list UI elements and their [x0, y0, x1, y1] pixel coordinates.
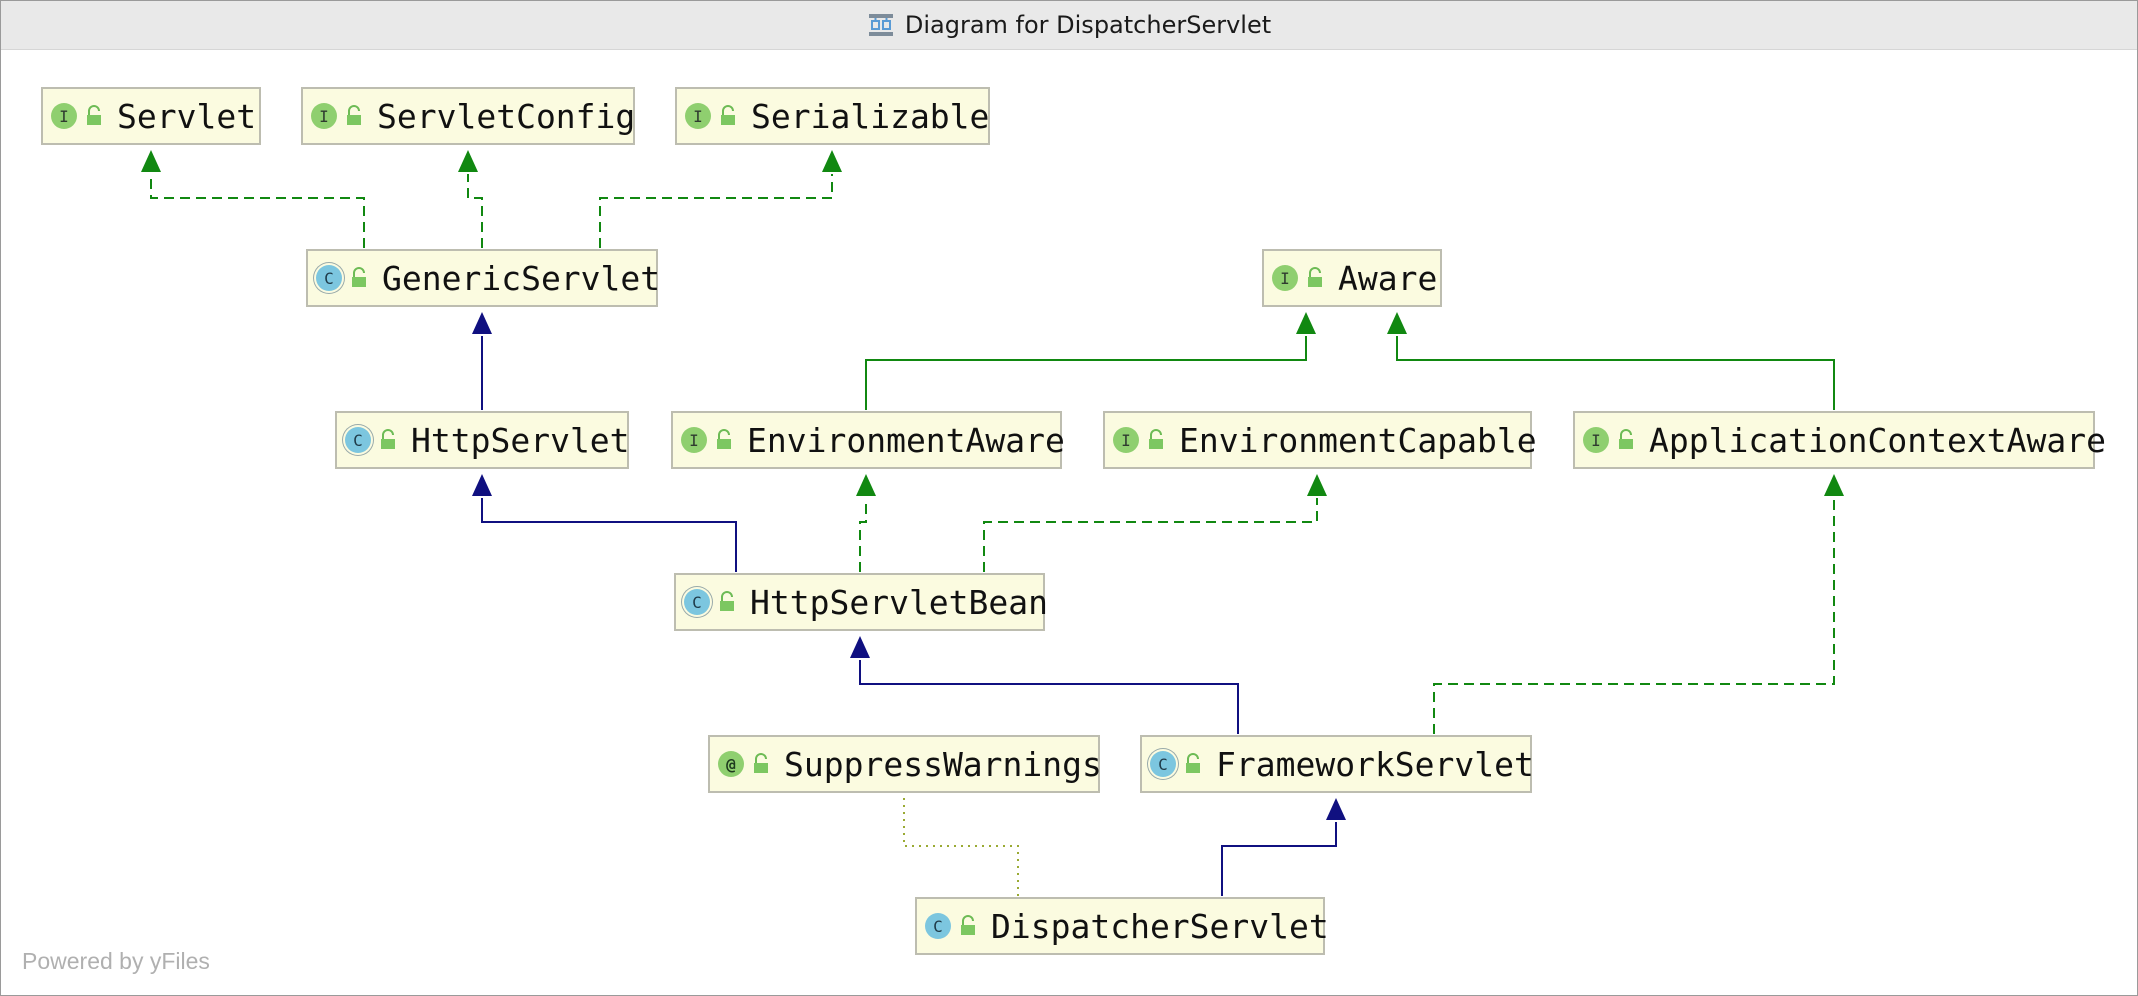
- arrowhead-aware-left: [1296, 312, 1316, 334]
- public-lock-icon: [754, 753, 768, 773]
- interface-icon: I: [1272, 265, 1298, 291]
- arrowhead-httpservlet: [472, 474, 492, 496]
- extends-edge-frameworkservlet-httpservletbean: [859, 660, 1239, 734]
- node-label: ApplicationContextAware: [1649, 420, 2106, 460]
- node-genericservlet[interactable]: C GenericServlet: [306, 249, 661, 307]
- arrowhead-servletconfig: [458, 150, 478, 172]
- node-aware[interactable]: I Aware: [1262, 249, 1442, 307]
- implements-edge-httpservletbean-environmentaware: [859, 498, 867, 572]
- node-label: Servlet: [117, 96, 257, 136]
- node-label: EnvironmentAware: [747, 420, 1065, 460]
- interface-icon: I: [51, 103, 77, 129]
- interface-icon: I: [681, 427, 707, 453]
- arrowhead-aware-right: [1387, 312, 1407, 334]
- node-label: ServletConfig: [377, 96, 636, 136]
- implements-edge-genericservlet-serializable: [599, 174, 833, 248]
- public-lock-icon: [961, 915, 975, 935]
- public-lock-icon: [1619, 429, 1633, 449]
- arrowhead-environmentcapable: [1307, 474, 1327, 496]
- class-icon: C: [925, 913, 951, 939]
- implements-edge-genericservlet-servletconfig: [467, 174, 483, 248]
- node-servlet[interactable]: I Servlet: [41, 87, 261, 145]
- implements-edge-genericservlet-servlet: [150, 174, 365, 248]
- node-httpservlet[interactable]: C HttpServlet: [335, 411, 630, 469]
- public-lock-icon: [347, 105, 361, 125]
- public-lock-icon: [717, 429, 731, 449]
- arrowhead-frameworkservlet: [1326, 798, 1346, 820]
- public-lock-icon: [87, 105, 101, 125]
- node-label: FrameworkServlet: [1216, 744, 1534, 784]
- node-label: HttpServletBean: [750, 582, 1049, 622]
- node-label: GenericServlet: [382, 258, 661, 298]
- node-applicationcontextaware[interactable]: I ApplicationContextAware: [1573, 411, 2106, 469]
- arrowhead-httpservletbean: [850, 636, 870, 658]
- node-suppresswarnings[interactable]: @ SuppressWarnings: [708, 735, 1102, 793]
- extends-edge-httpservletbean-httpservlet: [481, 498, 737, 572]
- powered-by-label: Powered by yFiles: [22, 948, 210, 974]
- node-environmentaware[interactable]: I EnvironmentAware: [671, 411, 1065, 469]
- annotation-edge-dispatcherservlet-suppresswarnings: [903, 796, 1019, 896]
- diagram-icon: [868, 14, 893, 36]
- node-serializable[interactable]: I Serializable: [675, 87, 990, 145]
- arrowhead-genericservlet: [472, 312, 492, 334]
- interface-icon: I: [311, 103, 337, 129]
- arrowhead-environmentaware: [856, 474, 876, 496]
- extends-edge-environmentaware-aware: [865, 336, 1307, 410]
- implements-edge-frameworkservlet-applicationcontextaware: [1433, 498, 1835, 734]
- node-httpservletbean[interactable]: C HttpServletBean: [674, 573, 1049, 631]
- abstract-class-icon: C: [1150, 751, 1176, 777]
- public-lock-icon: [1149, 429, 1163, 449]
- interface-icon: I: [1583, 427, 1609, 453]
- arrowhead-applicationcontextaware: [1824, 474, 1844, 496]
- arrowhead-serializable: [822, 150, 842, 172]
- public-lock-icon: [721, 105, 735, 125]
- node-environmentcapable[interactable]: I EnvironmentCapable: [1103, 411, 1537, 469]
- interface-icon: I: [1113, 427, 1139, 453]
- node-dispatcherservlet[interactable]: C DispatcherServlet: [915, 897, 1329, 955]
- title-bar: Diagram for DispatcherServlet: [1, 1, 2137, 50]
- arrowhead-servlet: [141, 150, 161, 172]
- extends-edge-dispatcherservlet-frameworkservlet: [1221, 822, 1337, 896]
- public-lock-icon: [720, 591, 734, 611]
- implements-edge-httpservletbean-environmentcapable: [983, 498, 1318, 572]
- abstract-class-icon: C: [316, 265, 342, 291]
- node-servletconfig[interactable]: I ServletConfig: [301, 87, 635, 145]
- public-lock-icon: [1186, 753, 1200, 773]
- public-lock-icon: [1308, 267, 1322, 287]
- node-label: EnvironmentCapable: [1179, 420, 1537, 460]
- node-label: Aware: [1338, 258, 1438, 298]
- abstract-class-icon: C: [684, 589, 710, 615]
- node-label: DispatcherServlet: [991, 906, 1329, 946]
- annotation-icon: @: [718, 751, 744, 777]
- extends-edge-applicationcontextaware-aware: [1396, 336, 1835, 410]
- window-title: Diagram for DispatcherServlet: [904, 11, 1272, 39]
- public-lock-icon: [352, 267, 366, 287]
- node-label: Serializable: [751, 96, 990, 136]
- node-label: HttpServlet: [411, 420, 630, 460]
- public-lock-icon: [381, 429, 395, 449]
- node-frameworkservlet[interactable]: C FrameworkServlet: [1140, 735, 1534, 793]
- interface-icon: I: [685, 103, 711, 129]
- abstract-class-icon: C: [345, 427, 371, 453]
- node-label: SuppressWarnings: [784, 744, 1102, 784]
